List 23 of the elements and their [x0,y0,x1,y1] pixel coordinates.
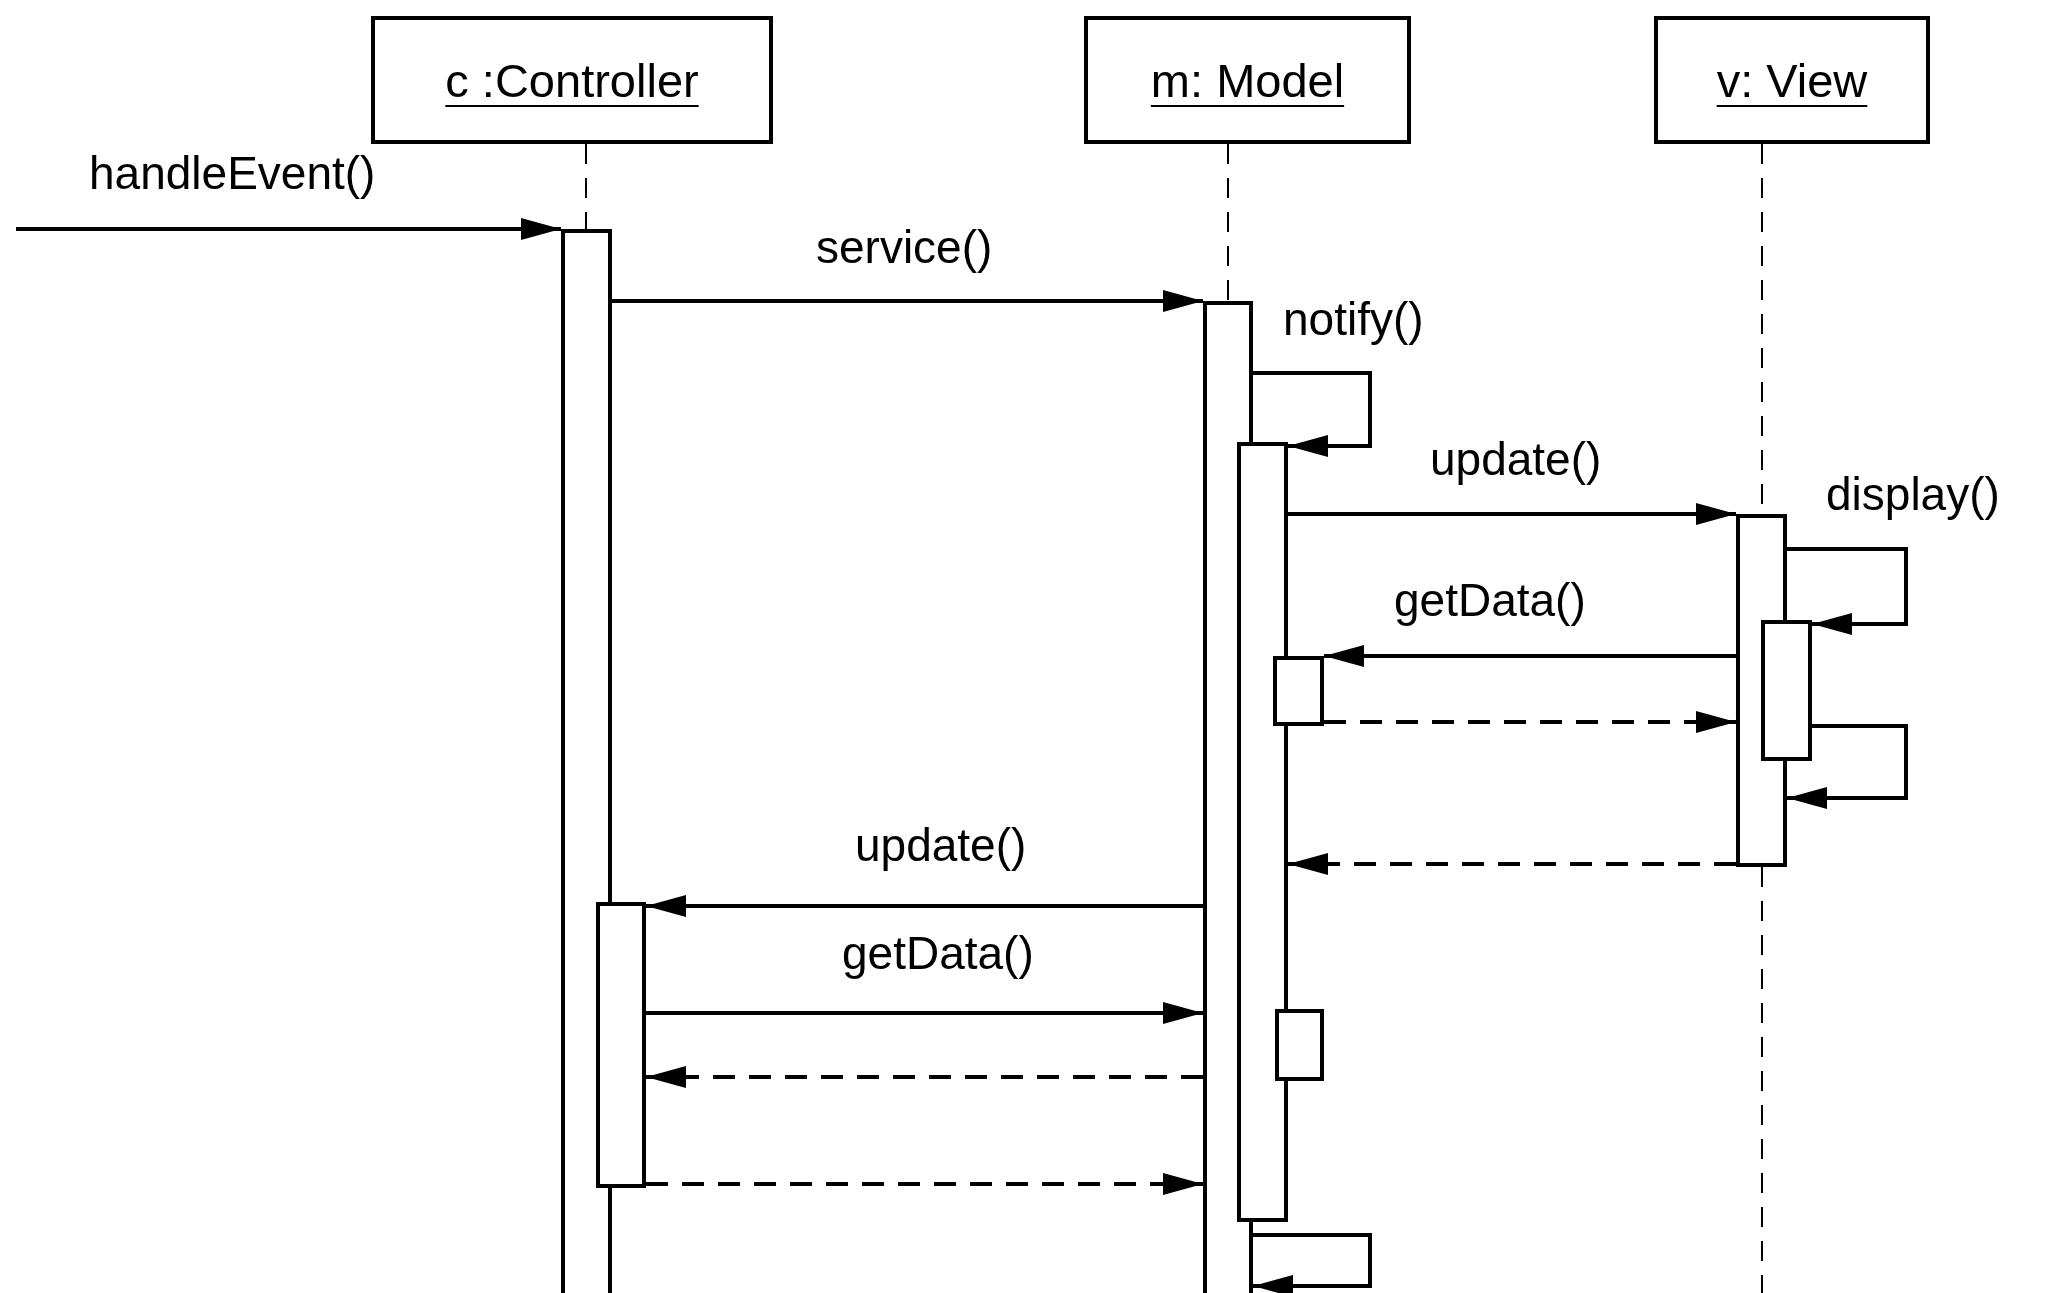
activation-bar [561,229,612,1293]
activation-bar [1237,442,1288,1222]
activation-bar [596,902,646,1188]
activation-bar [1761,620,1812,761]
message-arrow [1787,547,1908,635]
activation-bar [1275,1009,1324,1081]
message-arrow [1288,503,1736,525]
message-arrow [1324,711,1736,733]
message-arrow [1253,1233,1372,1293]
message-arrow [646,1173,1203,1195]
message-arrow [1787,724,1908,809]
message-arrow [16,218,561,240]
message-arrow [1324,645,1736,667]
activation-bar [1273,656,1324,726]
object-box [371,16,773,144]
message-arrow [646,895,1203,917]
message-arrow [646,1066,1203,1088]
message-arrow [612,290,1203,312]
message-arrow [1253,371,1372,457]
message-arrow [1288,853,1736,875]
object-box [1084,16,1411,144]
object-box [1654,16,1930,144]
message-arrow [646,1002,1203,1024]
